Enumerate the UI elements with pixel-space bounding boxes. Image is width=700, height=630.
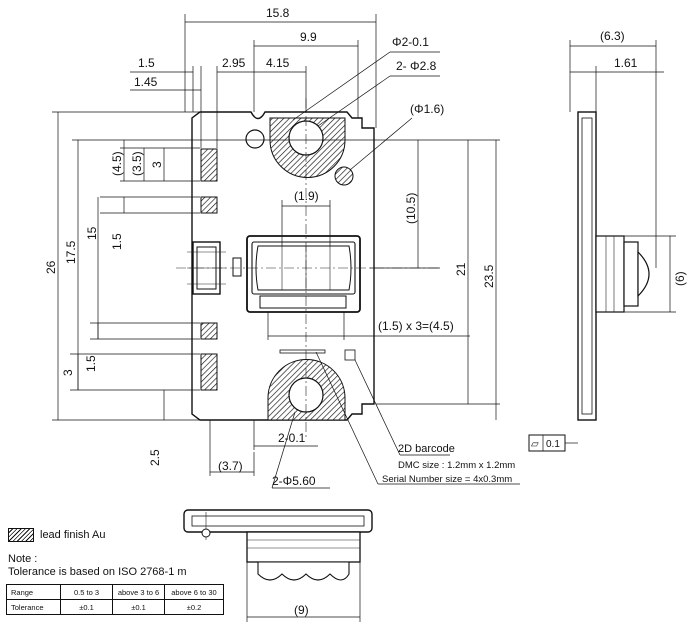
tolerance-table: Range 0.5 to 3 above 3 to 6 above 6 to 3…	[6, 584, 224, 615]
dimension-lines	[52, 14, 520, 489]
hatch-swatch-icon	[8, 528, 34, 542]
dim-1-5-v-top: 1.5	[110, 233, 124, 250]
note-block: Note : Tolerance is based on ISO 2768-1 …	[8, 553, 187, 579]
table-cell: Tolerance	[6, 599, 61, 615]
board-front-view	[176, 98, 440, 440]
dmc-size: DMC size : 1.2mm x 1.2mm	[398, 460, 515, 471]
note-title: Note :	[8, 553, 38, 565]
table-row: Range 0.5 to 3 above 3 to 6 above 6 to 3…	[6, 584, 224, 600]
dim-2-95: 2.95	[222, 56, 246, 70]
dim-2-5: 2.5	[148, 449, 162, 466]
barcode-title: 2D barcode	[398, 443, 455, 455]
table-row: Tolerance ±0.1 ±0.1 ±0.2	[6, 599, 224, 615]
dim-pitch: (1.5) x 3=(4.5)	[378, 319, 454, 333]
legend-label: lead finish Au	[40, 529, 106, 541]
dim-width-holes: 9.9	[300, 30, 317, 44]
dim-bottom-9: (9)	[294, 603, 309, 617]
dim-10-5: (10.5)	[404, 193, 418, 224]
table-cell: ±0.1	[112, 599, 165, 615]
dim-side-6: (6)	[673, 271, 687, 286]
table-cell: above 6 to 30	[164, 584, 224, 600]
dim-3-top: 3	[150, 161, 164, 168]
serial-size: Serial Number size = 4x0.3mm	[382, 474, 512, 485]
table-cell: ±0.1	[60, 599, 113, 615]
board-side-view	[528, 40, 676, 452]
legend: lead finish Au	[8, 528, 105, 542]
dim-hole-bottom: 2-Φ5.60	[272, 474, 316, 488]
board-bottom-view	[183, 509, 373, 622]
dim-side-1-61: 1.61	[614, 56, 638, 70]
dim-left-1-45: 1.45	[134, 75, 158, 89]
table-cell: ±0.2	[164, 599, 224, 615]
dim-slot-bottom: 2-0.1	[278, 431, 306, 445]
note-text: Tolerance is based on ISO 2768-1 m	[8, 566, 187, 578]
dim-hole-large: 2- Φ2.8	[396, 59, 437, 73]
dim-hole-mid: (Φ1.6)	[410, 102, 444, 116]
dim-3-7: (3.7)	[218, 459, 243, 473]
dim-hole-small: Φ2-0.1	[392, 35, 429, 49]
dim-side-6-3: (6.3)	[600, 29, 625, 43]
dim-4-5: (4.5)	[110, 151, 124, 176]
flatness-symbol: ⏥	[531, 439, 539, 450]
dim-1-9: (1.9)	[294, 189, 319, 203]
dim-23-5: 23.5	[482, 264, 496, 288]
flatness-value: 0.1	[546, 439, 560, 450]
dim-17-5: 17.5	[64, 240, 78, 264]
dim-21: 21	[454, 262, 468, 276]
dim-3-5: (3.5)	[130, 151, 144, 176]
table-cell: above 3 to 6	[112, 584, 165, 600]
dim-3-bottom: 3	[61, 369, 75, 376]
table-cell: 0.5 to 3	[60, 584, 113, 600]
dim-1-5-v-bottom: 1.5	[84, 355, 98, 372]
dim-left-1-5: 1.5	[138, 56, 155, 70]
dim-width-total: 15.8	[266, 6, 290, 20]
dim-26: 26	[44, 260, 58, 274]
table-cell: Range	[6, 584, 61, 600]
dim-4-15: 4.15	[266, 56, 290, 70]
dim-15: 15	[85, 226, 99, 240]
